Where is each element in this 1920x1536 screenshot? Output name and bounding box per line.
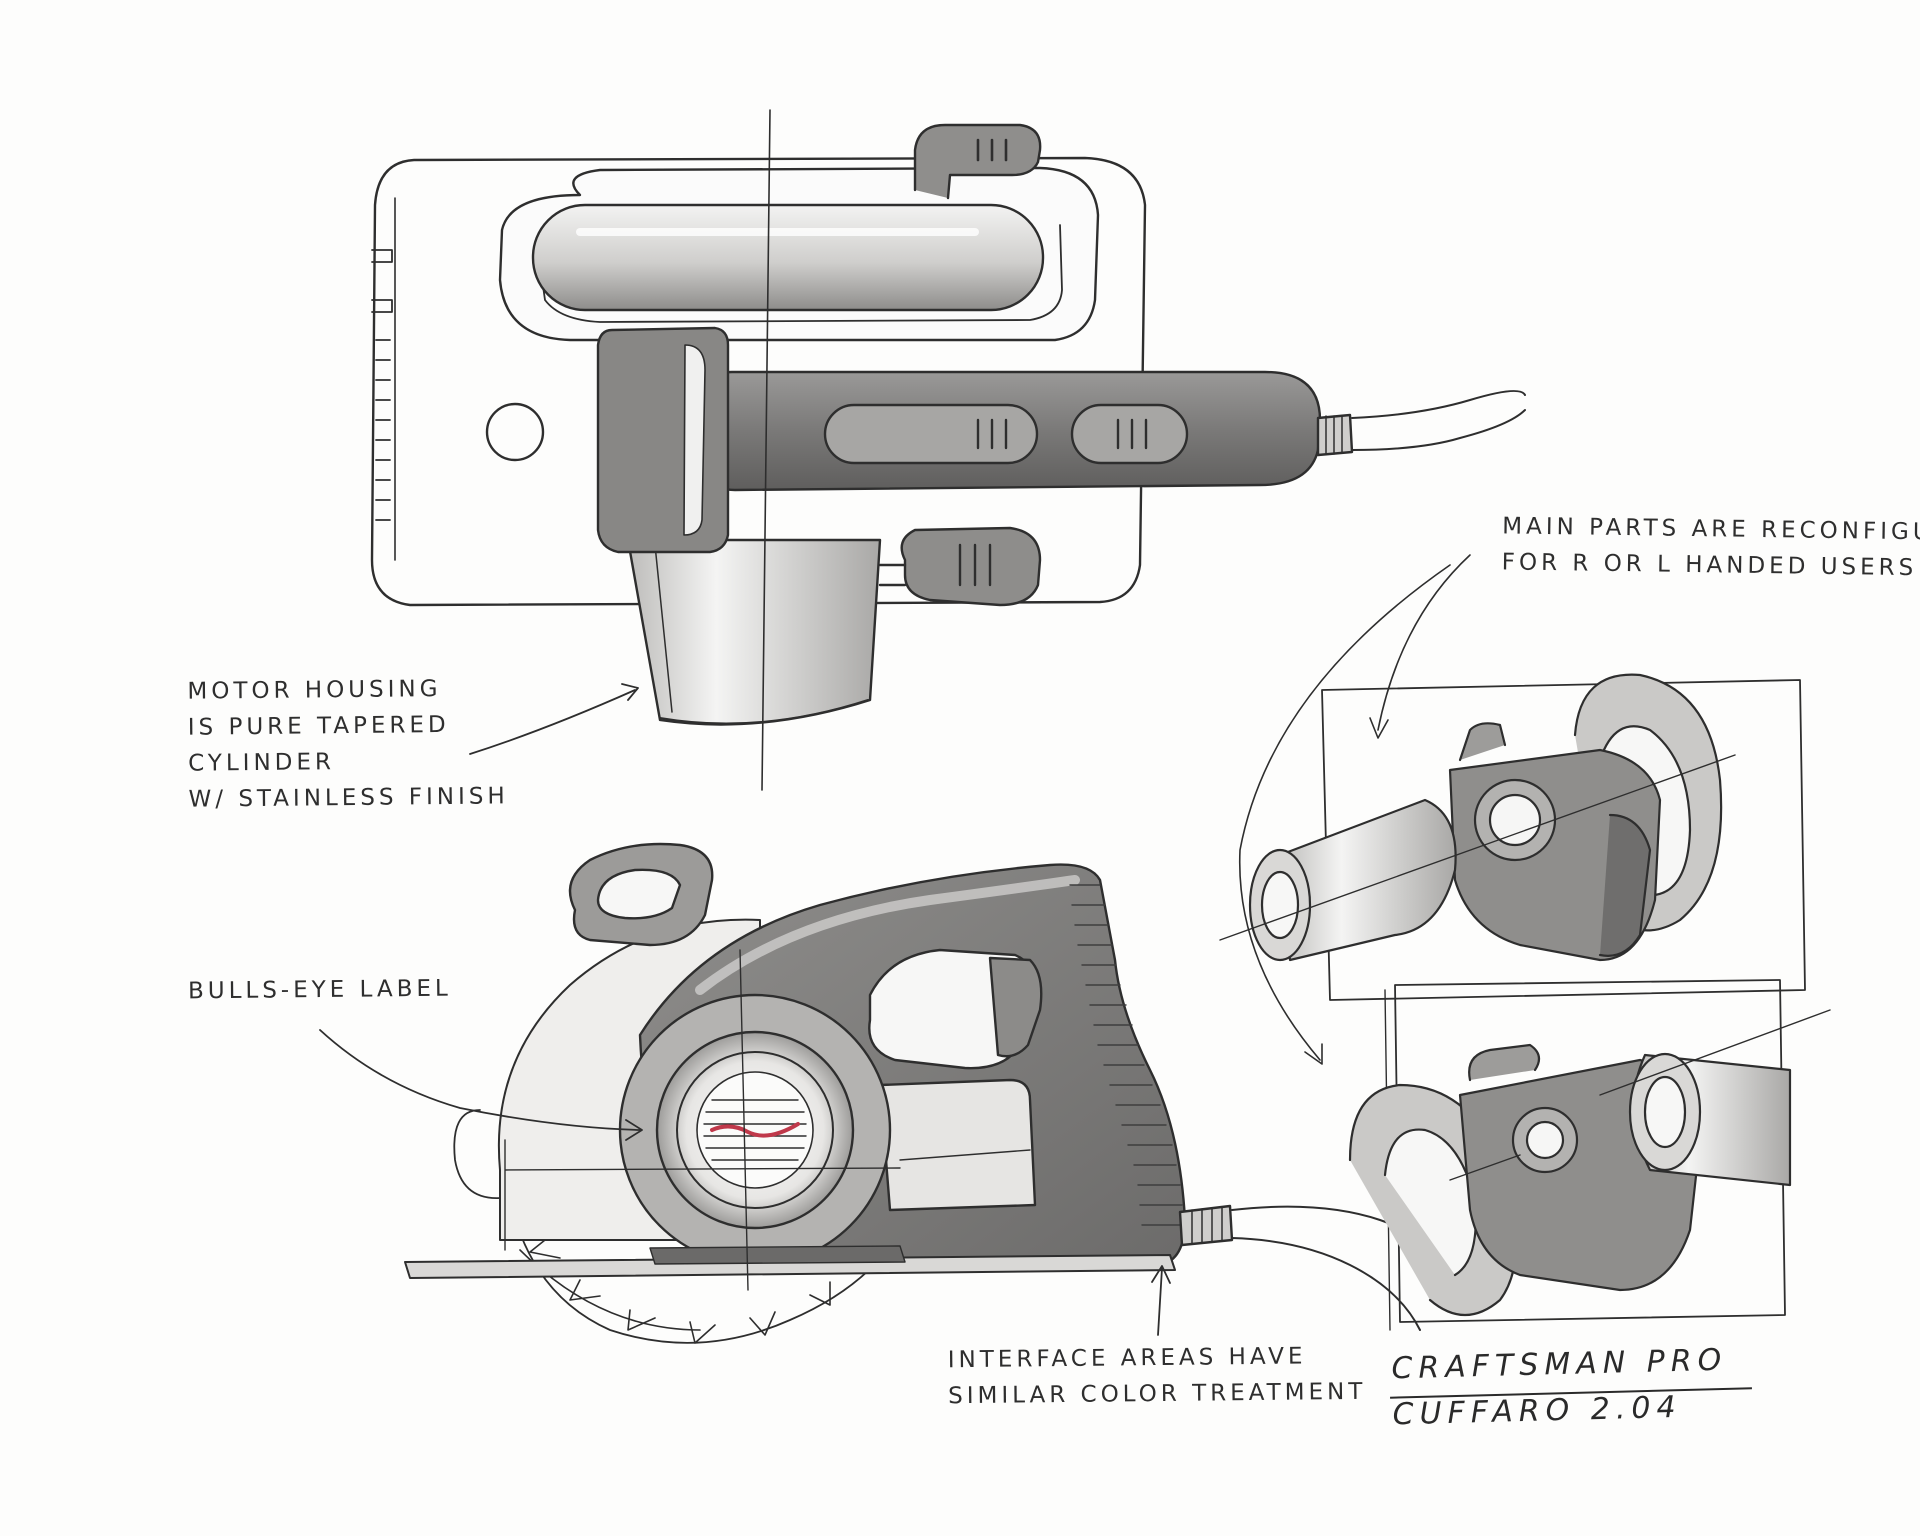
handle-slot-2 [1070,403,1189,465]
body-edge-highlight [695,875,1080,995]
note-line: SIMILAR COLOR TREATMENT [948,1378,1367,1410]
lower-knob [1468,1043,1541,1082]
note-line: INTERFACE AREAS HAVE [947,1343,1307,1374]
trigger [988,956,1043,1058]
top-lever-grips [976,138,1008,162]
signature-block: CRAFTSMAN PRO CUFFARO 2.04 [1391,1338,1729,1439]
motor-end-block [596,326,730,554]
side-cord-nozzle [1178,1204,1234,1247]
top-cord-lower [1351,409,1526,451]
reconfig-arrow-2 [1238,564,1451,1061]
top-axis-line [761,109,771,791]
top-cord-ribs [1325,415,1343,455]
shoe-shadow [649,1245,906,1265]
interface-note-arrow [1157,1267,1163,1336]
mount-hole [485,402,545,462]
lower-knob-stem [878,563,907,587]
side-cord-ribs [1191,1206,1223,1245]
handle-slot-1 [823,403,1039,465]
guard-lower-circle [453,1109,501,1199]
note-line: FOR R OR L HANDED USERS [1501,549,1918,582]
top-cord-nozzle [1316,413,1354,457]
lower-window [878,1078,1037,1212]
saw-top-view [370,109,1526,791]
top-loop-inner [596,868,682,920]
reconfiguration-sketches [1219,554,1831,1331]
lower-cylinder-cap-inner [1643,1075,1687,1149]
lower-axis [1449,1009,1831,1181]
side-ground-line [504,1139,901,1251]
upper-cylinder-cap-inner [1260,870,1300,940]
saw-side-view [319,842,1461,1344]
note-line: BULLS-EYE LABEL [187,975,452,1005]
lower-ring-1-inner [1525,1120,1565,1160]
bulls-note-arrow [319,1029,641,1131]
lower-knob-grips [958,543,992,587]
upper-axis [1219,754,1736,941]
motor-end-highlight [683,344,706,536]
motor-cylinder-edge [654,544,673,713]
base-plate-outline [370,156,1147,607]
upper-ring-1-inner [1488,793,1542,847]
upper-knob [1458,722,1507,762]
top-cord-upper [1351,390,1526,419]
note-line: IS PURE TAPERED [187,711,450,741]
top-lever [913,123,1042,200]
note-line: MOTOR HOUSING [187,676,442,705]
upper-handle-grip [1598,813,1652,957]
note-line: CYLINDER [188,749,336,777]
note-interface-areas: INTERFACE AREAS HAVE SIMILAR COLOR TREAT… [948,1338,1367,1414]
lower-window-shadow [899,1149,1031,1161]
bullseye-label-inner [696,1071,814,1189]
base-shoe [404,1254,1176,1279]
note-line: W/ STAINLESS FINISH [188,783,509,813]
motor-cylinder [626,538,882,726]
reconfig-arrow-1 [1377,554,1471,731]
top-handle-bar [531,203,1045,312]
bullseye-red-mark [710,1122,800,1138]
upper-cylinder [1278,798,1457,962]
note-bulls-eye-label: BULLS-EYE LABEL [188,971,452,1010]
lower-wheel-inner [1383,1128,1477,1277]
lower-knob [900,526,1042,607]
note-motor-housing: MOTOR HOUSING IS PURE TAPERED CYLINDER W… [187,670,509,817]
ruler-ticks [371,249,393,521]
slot-grips [976,418,1148,450]
side-axis-line [739,949,749,1291]
motor-note-arrow [469,689,636,755]
bullseye-label-ring [676,1051,834,1209]
note-reconfigurable-parts: MAIN PARTS ARE RECONFIGURABLE FOR R OR L… [1502,508,1920,587]
rear-grip-hatch [1069,884,1185,1226]
